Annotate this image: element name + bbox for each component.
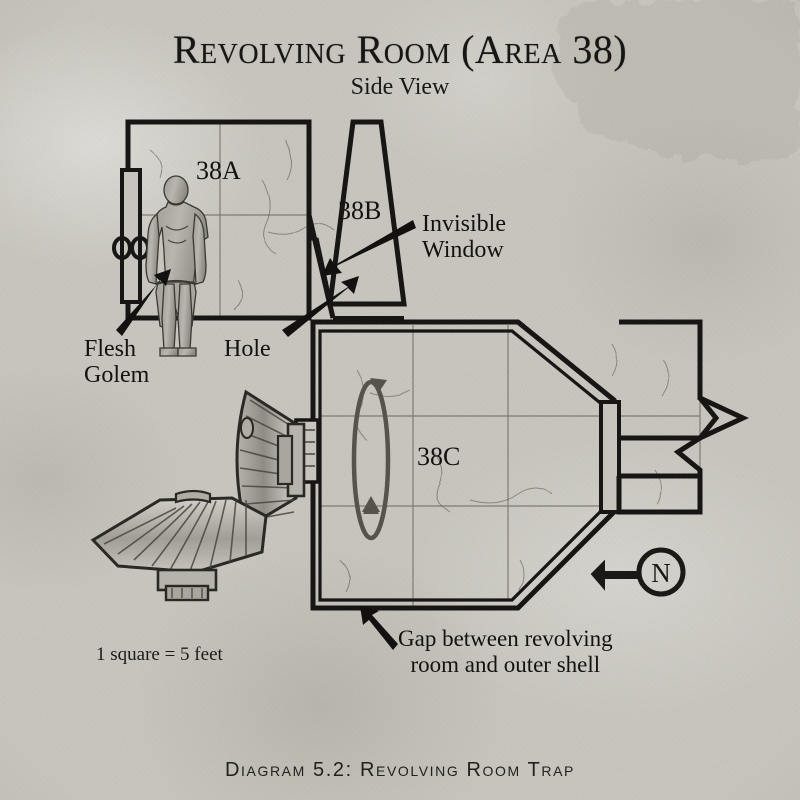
bevel-gear-horizontal [90,489,268,602]
flesh-golem-figure [145,175,209,357]
grid-lines [128,122,701,608]
east-corridor [616,319,749,515]
rotation-indicator [351,378,391,541]
room-label-38c: 38C [417,442,461,471]
annotation-invisible-window: Invisible Window [422,211,506,263]
room-label-38b: 38B [338,196,382,225]
room-38c [310,319,617,611]
annotation-hole: Hole [224,336,271,362]
compass-north-letter: N [651,558,671,588]
door-38a[interactable] [112,168,150,304]
stain-blotch [555,0,800,163]
surface-cracks [149,139,669,593]
annotation-gap: Gap between revolving room and outer she… [398,626,613,677]
page-subtitle: Side View [350,74,450,100]
east-passage [599,400,621,514]
bevel-gear-vertical [235,389,306,531]
compass-rose: N [590,547,686,597]
page-title: Revolving Room (Area 38) [172,27,628,72]
leader-arrows [116,220,416,650]
annotation-flesh-golem: Flesh Golem [84,336,150,388]
room-label-38a: 38A [196,156,241,185]
invisible-window-wall [313,237,333,305]
scale-note: 1 square = 5 feet [96,644,223,665]
figure-caption: Diagram 5.2: Revolving Room Trap [225,759,575,781]
